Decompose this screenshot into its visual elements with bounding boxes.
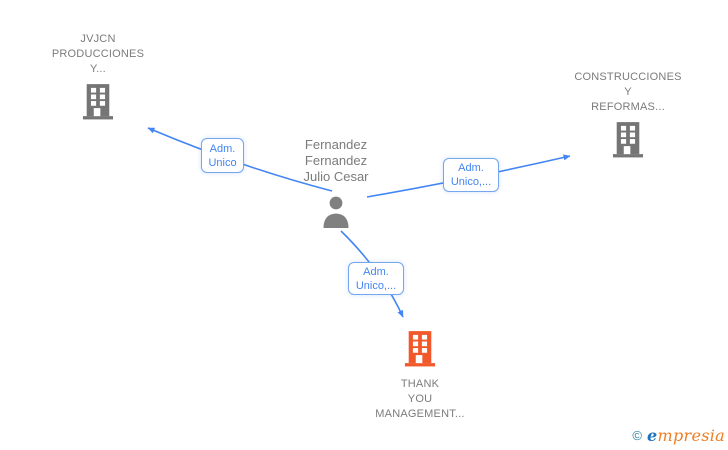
empresia-logo-link[interactable]: © empresia [632,426,725,445]
company-name-line: CONSTRUCCIONES [574,71,682,83]
brand-letter-e: e [647,426,658,445]
building-icon [548,122,708,163]
company-name-line: Y... [90,63,106,75]
building-icon [28,84,168,125]
edge-label-line: Unico,... [355,279,397,292]
empresia-brand-text: empresia [647,426,725,445]
person-name-line: Fernandez [304,153,368,168]
edge-label-line: Unico [208,156,237,169]
edge-label-adm-unico-thankyou[interactable]: Adm. Unico,... [348,262,404,295]
company-node-jvjcn[interactable]: JVJCN PRODUCCIONES Y... [28,32,168,125]
company-name-line: REFORMAS... [591,101,665,113]
person-node-fernandez[interactable]: Fernandez Fernandez Julio Cesar [256,137,416,233]
edge-label-line: Unico,... [450,176,492,188]
edge-label-adm-unico-jvjcn[interactable]: Adm. Unico [201,138,244,173]
company-name-line: MANAGEMENT... [375,408,465,420]
company-name-line: YOU [407,393,433,405]
person-name-line: Fernandez [304,137,368,152]
company-name-line: JVJCN [80,33,116,45]
building-icon [340,331,500,372]
edge-label-adm-unico-construcciones[interactable]: Adm. Unico,... [443,158,499,192]
company-node-thankyou[interactable]: THANK YOU MANAGEMENT... [340,331,500,422]
company-node-construcciones[interactable]: CONSTRUCCIONES Y REFORMAS... [548,70,708,163]
person-name-line: Julio Cesar [303,169,369,184]
company-name-line: Y [624,86,632,98]
brand-rest: mpresia [657,426,725,445]
edge-label-line: Adm. [363,265,389,278]
company-name-line: THANK [400,378,440,390]
person-icon [256,196,416,233]
copyright-icon: © [632,428,643,443]
company-name-line: PRODUCCIONES [51,48,145,60]
edge-label-line: Adm. [209,142,236,155]
edge-label-line: Adm. [458,162,484,174]
